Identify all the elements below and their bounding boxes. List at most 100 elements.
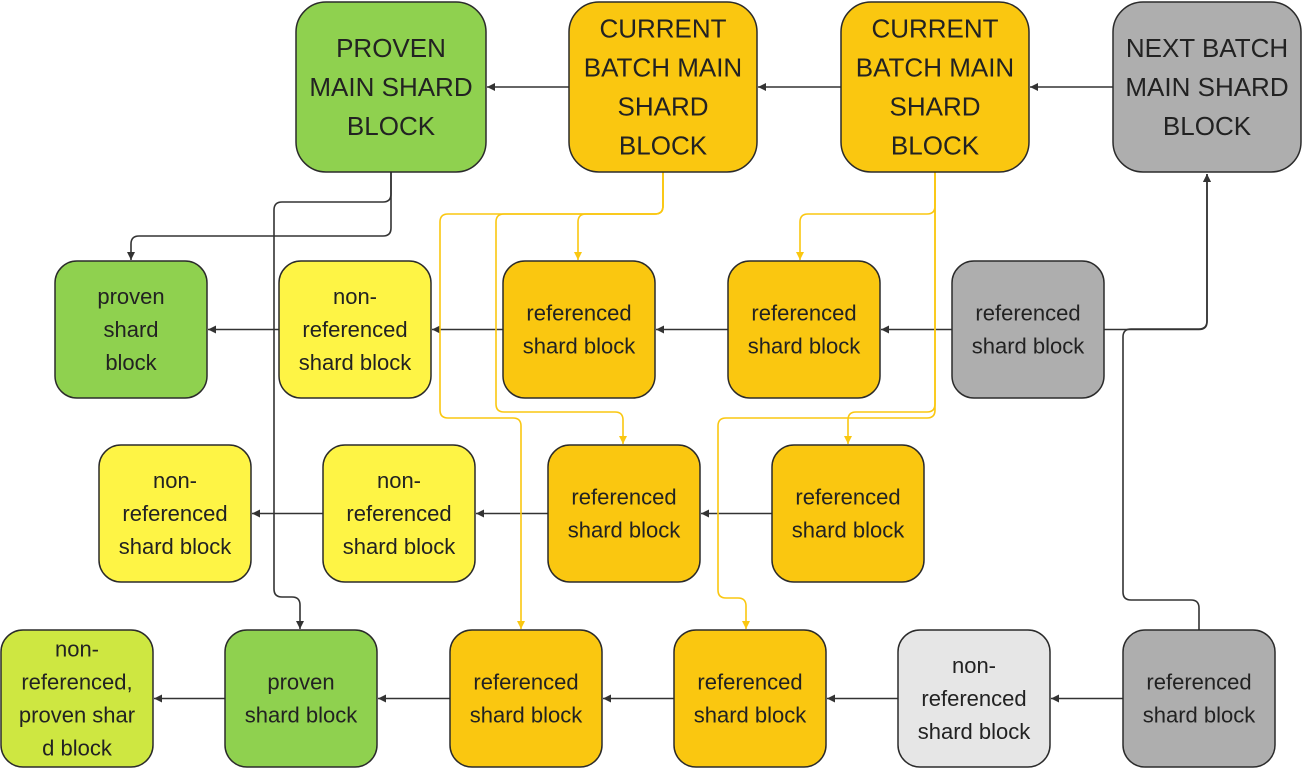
node-box — [771, 444, 925, 583]
edge-current-main-1-to-r3-ref-a — [439, 172, 664, 629]
node-box — [98, 444, 252, 583]
node-label-line: SHARD — [617, 92, 708, 122]
node-box — [673, 629, 827, 768]
node-label-line: shard block — [568, 518, 682, 543]
node-label-line: referenced — [751, 301, 856, 326]
node-label-line: referenced — [1146, 670, 1251, 695]
node-label-line: non- — [377, 468, 421, 493]
node-label-line: referenced — [795, 485, 900, 510]
edge-current-main-2-to-r1-ref-b — [796, 172, 936, 260]
node-r1-ref-b: referenced shard block — [727, 260, 881, 399]
node-box — [568, 1, 758, 173]
node-box — [278, 260, 432, 399]
node-label-line: MAIN SHARD — [309, 72, 472, 102]
node-label-line: referenced — [122, 501, 227, 526]
node-label-line: shard block — [748, 334, 862, 359]
node-box — [547, 444, 701, 583]
node-box — [1112, 1, 1302, 173]
node-label-line: BATCH MAIN — [584, 53, 742, 83]
node-label-line: shard block — [343, 534, 457, 559]
node-label-line: non- — [333, 284, 377, 309]
node-label-line: shard block — [119, 534, 233, 559]
node-label-line: CURRENT — [871, 14, 998, 44]
node-r1-nonref: non-referenced shard block — [278, 260, 432, 399]
node-label-line: BLOCK — [347, 111, 436, 141]
node-label-line: BLOCK — [619, 131, 708, 161]
node-box — [449, 629, 603, 768]
node-label-line: non- — [952, 653, 996, 678]
node-proven-main: PROVEN MAIN SHARD BLOCK — [295, 1, 487, 173]
node-r3-nonref-proven: non-referenced, proven shar d block — [0, 629, 154, 768]
node-r2-nonref-a: non-referenced shard block — [98, 444, 252, 583]
node-box — [224, 629, 378, 768]
node-label-line: shard — [103, 317, 158, 342]
node-label-line: proven — [97, 284, 164, 309]
node-label-line: NEXT BATCH — [1126, 33, 1288, 63]
node-box — [727, 260, 881, 399]
node-r2-nonref-b: non-referenced shard block — [322, 444, 476, 583]
node-next-main: NEXT BATCH MAIN SHARD BLOCK — [1112, 1, 1302, 173]
node-label-line: referenced — [526, 301, 631, 326]
node-label-line: shard block — [694, 703, 808, 728]
node-label-line: block — [105, 350, 157, 375]
node-label-line: referenced — [921, 686, 1026, 711]
node-r2-ref-a: referenced shard block — [547, 444, 701, 583]
node-current-main-2: CURRENT BATCH MAIN SHARD BLOCK — [840, 1, 1030, 173]
node-box — [295, 1, 487, 173]
node-label-line: shard block — [523, 334, 637, 359]
node-label-line: BLOCK — [1163, 111, 1252, 141]
node-label-line: referenced — [975, 301, 1080, 326]
node-r3-ref-a: referenced shard block — [449, 629, 603, 768]
node-label-line: referenced — [571, 485, 676, 510]
edge-current-main-2-to-r3-ref-b — [717, 172, 936, 629]
node-r1-ref-a: referenced shard block — [502, 260, 656, 399]
node-box — [1122, 629, 1276, 768]
node-box — [951, 260, 1105, 399]
node-label-line: BATCH MAIN — [856, 53, 1014, 83]
node-label-line: proven shar — [19, 703, 135, 728]
edges-layer — [127, 83, 1211, 703]
node-box — [54, 260, 208, 399]
edge-r3-ref-grey-to-next-main — [1122, 174, 1211, 630]
node-r1-proven: proven shard block — [54, 260, 208, 399]
node-label-line: shard block — [245, 703, 359, 728]
node-label-line: referenced — [697, 670, 802, 695]
node-label-line: shard block — [299, 350, 413, 375]
node-r3-nonref-grey: non-referenced shard block — [897, 629, 1051, 768]
node-label-line: d block — [42, 736, 113, 761]
node-r3-proven: proven shard block — [224, 629, 378, 768]
node-r1-ref-grey: referenced shard block — [951, 260, 1105, 399]
edge-proven-main-to-r3-proven — [273, 172, 392, 629]
node-box — [502, 260, 656, 399]
edge-current-main-1-to-r1-ref-a — [574, 172, 664, 260]
node-label-line: BLOCK — [891, 131, 980, 161]
edge-proven-main-to-r1-proven — [127, 172, 392, 260]
node-label-line: shard block — [1143, 703, 1257, 728]
node-label-line: CURRENT — [599, 14, 726, 44]
node-label-line: shard block — [918, 719, 1032, 744]
node-label-line: PROVEN — [336, 33, 446, 63]
node-r3-ref-b: referenced shard block — [673, 629, 827, 768]
node-label-line: shard block — [792, 518, 906, 543]
node-label-line: referenced, — [21, 670, 132, 695]
edge-r1-ref-grey-to-next-main — [1104, 174, 1211, 331]
node-label-line: SHARD — [889, 92, 980, 122]
node-box — [840, 1, 1030, 173]
node-label-line: referenced — [302, 317, 407, 342]
node-box — [0, 629, 154, 768]
node-label-line: non- — [153, 468, 197, 493]
node-label-line: non- — [55, 637, 99, 662]
node-r3-ref-grey: referenced shard block — [1122, 629, 1276, 768]
node-label-line: shard block — [972, 334, 1086, 359]
node-label-line: referenced — [346, 501, 451, 526]
node-box — [322, 444, 476, 583]
node-label-line: shard block — [470, 703, 584, 728]
node-box — [897, 629, 1051, 768]
node-label-line: MAIN SHARD — [1125, 72, 1288, 102]
node-current-main-1: CURRENT BATCH MAIN SHARD BLOCK — [568, 1, 758, 173]
node-label-line: referenced — [473, 670, 578, 695]
node-r2-ref-b: referenced shard block — [771, 444, 925, 583]
node-label-line: proven — [267, 670, 334, 695]
